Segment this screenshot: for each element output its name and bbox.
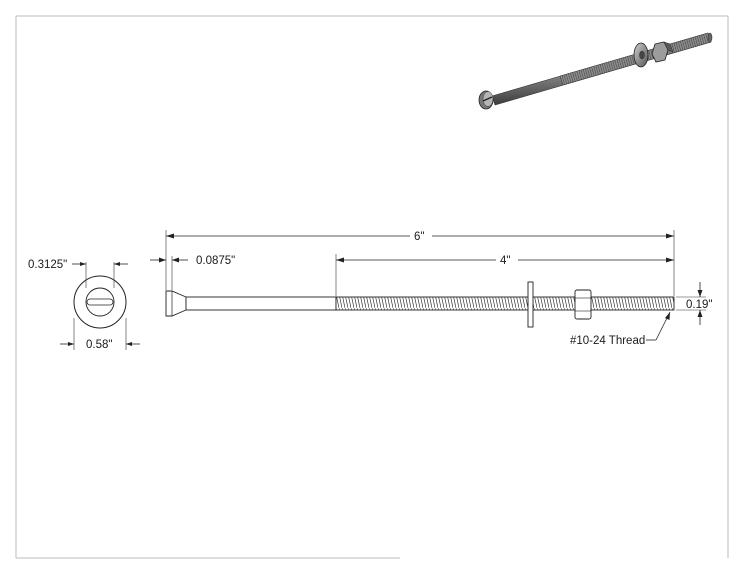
side-view-bolt [165,230,706,328]
isometric-bolt-view [478,32,713,110]
dim-label-total-length: 6" [414,231,424,243]
thread-spec-label: #10-24 Thread [570,335,645,347]
dim-label-head-height: 0.0875" [196,255,235,267]
dim-label-thread-length: 4" [500,255,510,267]
dim-thread-diameter: 0.19" [686,282,712,325]
dim-label-head-diameter: 0.58" [86,339,112,351]
thread-callout: #10-24 Thread [570,311,671,347]
dim-head-height: 0.0875" [150,255,235,267]
dim-thread-length: 4" [336,255,674,267]
dim-total-length: 6" [166,231,674,243]
dim-label-slot-width: 0.3125" [28,259,67,271]
end-view [73,262,127,350]
dim-head-diameter: 0.58" [60,339,140,351]
dim-slot-width: 0.3125" [28,259,128,271]
sheet-border [15,15,729,559]
dim-label-thread-diameter: 0.19" [686,299,712,311]
